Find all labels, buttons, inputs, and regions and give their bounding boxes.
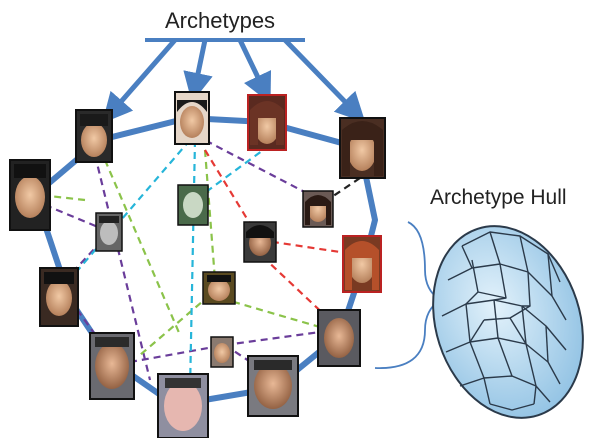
archetype-arrows: [102, 38, 366, 124]
face-archetype-5: [9, 159, 51, 231]
green-line-4: [139, 294, 211, 356]
face-interior-5: [202, 271, 236, 305]
face-archetype-4: [339, 117, 386, 179]
face-archetype-10: [157, 373, 209, 439]
face-interior-6: [210, 336, 234, 368]
face-interior-1: [95, 212, 123, 252]
green-line-1: [103, 159, 182, 336]
face-interior-4: [243, 221, 277, 263]
arrow-1: [102, 38, 177, 124]
face-archetype-2: [174, 91, 210, 145]
archetype-faces: [9, 91, 386, 439]
cyan-line-2: [64, 139, 191, 286]
arrow-3: [237, 38, 272, 104]
purple-line-6: [129, 343, 226, 364]
purple-line-1: [93, 154, 152, 381]
face-archetype-6: [342, 235, 382, 293]
face-archetype-9: [89, 332, 135, 400]
green-line-5: [203, 149, 217, 281]
hull-body: [432, 225, 584, 419]
face-archetype-11: [247, 355, 299, 417]
arrow-4: [283, 38, 366, 123]
face-interior-3: [302, 190, 334, 228]
archetype-hull-shape: [432, 225, 584, 419]
archetype-hull-label: Archetype Hull: [430, 186, 567, 209]
green-line-3: [209, 293, 331, 332]
red-line-3: [244, 239, 331, 321]
hull-mesh: [441, 231, 567, 411]
connection-lines: [39, 134, 361, 391]
face-interior-2: [177, 184, 209, 226]
face-archetype-3: [247, 94, 287, 151]
face-archetype-1: [75, 109, 113, 163]
face-archetype-7: [39, 267, 79, 327]
cyan-line-1: [188, 139, 197, 391]
arrow-2: [183, 39, 213, 103]
face-archetype-8: [317, 309, 361, 367]
hull-brace: [374, 221, 442, 369]
purple-line-7: [224, 328, 336, 347]
archetypes-label: Archetypes: [165, 8, 276, 33]
interior-faces: [95, 184, 334, 368]
